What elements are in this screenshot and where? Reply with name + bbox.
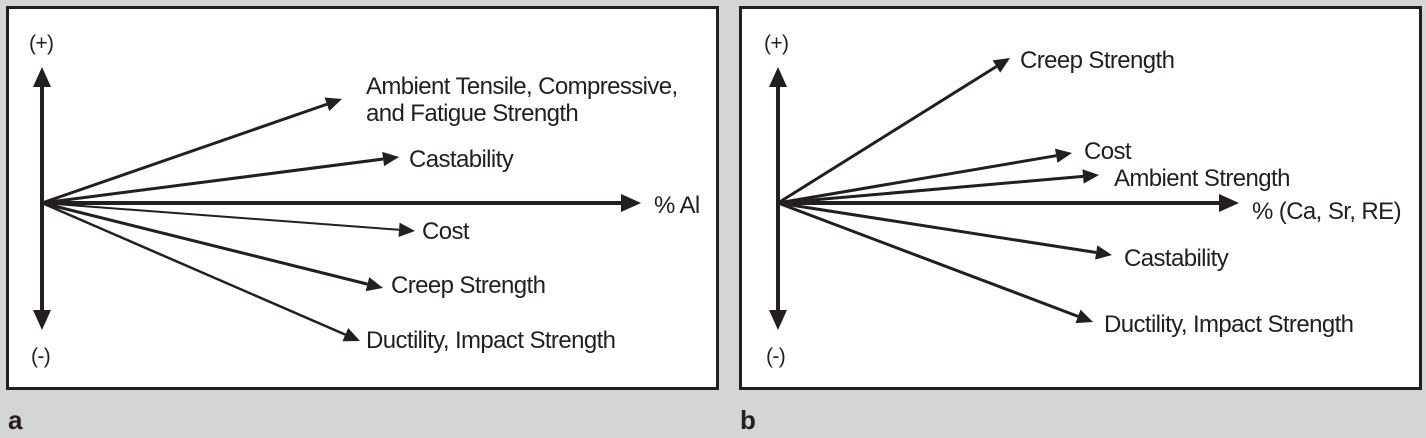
arrowhead-icon [324, 97, 342, 112]
y-axis-positive-arrow [33, 67, 51, 203]
trend-arrow [41, 202, 415, 237]
arrowhead-icon [342, 328, 360, 342]
axis-negative-label: (-) [31, 345, 50, 368]
trend-label: and Fatigue Strength [366, 100, 578, 127]
arrowhead-icon [769, 310, 787, 330]
trend-arrow [777, 201, 1112, 260]
trend-label: Ductility, Impact Strength [366, 327, 615, 354]
arrowhead-icon [33, 67, 51, 87]
x-axis-arrow [42, 194, 641, 212]
axis-positive-label: (+) [29, 32, 53, 55]
trend-label: Creep Strength [391, 272, 545, 299]
arrowhead-icon [992, 58, 1010, 73]
arrowhead-icon [1055, 148, 1072, 163]
trend-label: Ambient Tensile, Compressive, [366, 73, 678, 100]
arrowhead-icon [1219, 194, 1239, 212]
trend-label: Cost [422, 218, 470, 245]
arrowhead-icon [769, 67, 787, 87]
trend-label: Cost [1084, 138, 1132, 165]
y-axis-negative-arrow [769, 203, 787, 330]
trend-label: Castability [409, 146, 514, 173]
panel-label-a: a [8, 405, 23, 435]
trend-diagram-b: (+) (-) % (Ca, Sr, RE) Creep StrengthCostAm… [764, 32, 1402, 368]
panel-label-b: b [740, 405, 756, 435]
trend-label: Creep Strength [1020, 47, 1174, 74]
arrowhead-icon [382, 151, 399, 167]
arrowhead-icon [1095, 245, 1112, 260]
axis-negative-label: (-) [766, 345, 785, 368]
trend-arrow [41, 97, 342, 205]
x-axis-label: % (Ca, Sr, RE) [1252, 198, 1401, 225]
arrowhead-icon [1082, 169, 1099, 184]
trend-label: Ambient Strength [1114, 165, 1290, 192]
trend-arrow [777, 169, 1099, 205]
arrowhead-icon [365, 277, 383, 292]
arrowhead-icon [398, 222, 415, 237]
y-axis-negative-arrow [33, 203, 51, 330]
trend-arrow [777, 201, 1093, 324]
panel-a: (+) (-) % Al Ambient Tensile, Compressive,a… [6, 6, 719, 390]
arrowhead-icon [621, 194, 641, 212]
axis-positive-label: (+) [764, 32, 788, 55]
trend-label: Castability [1124, 245, 1229, 272]
trend-arrow [777, 58, 1010, 205]
x-axis-arrow [778, 194, 1239, 212]
trend-arrow [41, 201, 383, 292]
trend-arrow [41, 201, 360, 342]
arrowhead-icon [33, 310, 51, 330]
trend-label: Ductility, Impact Strength [1104, 311, 1353, 338]
trend-arrow [777, 148, 1072, 205]
y-axis-positive-arrow [769, 67, 787, 203]
trend-diagram-a: (+) (-) % Al Ambient Tensile, Compressive,a… [29, 32, 700, 368]
x-axis-label: % Al [654, 192, 700, 219]
arrowhead-icon [1075, 309, 1093, 324]
trend-arrow [41, 151, 399, 205]
